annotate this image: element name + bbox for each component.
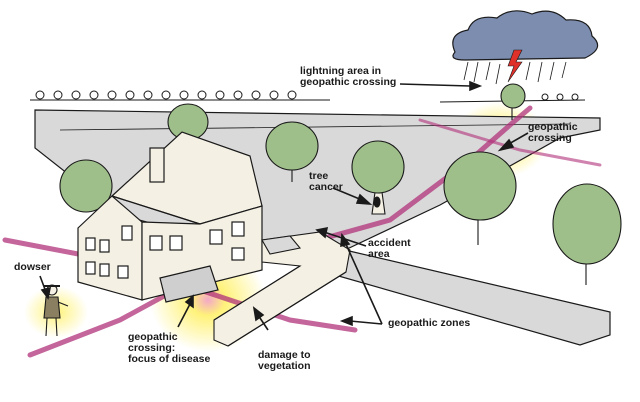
label-tree-cancer: tree cancer — [309, 171, 343, 193]
house — [77, 131, 263, 303]
label-accident-area-line-2: area — [368, 248, 390, 260]
label-dowser-line-1: dowser — [14, 261, 51, 273]
label-geopathic-crossing-disease-line-1: geopathic — [128, 331, 178, 343]
storm-cloud — [452, 10, 599, 85]
label-geopathic-crossing-disease-line-3: focus of disease — [128, 353, 211, 365]
label-dowser: dowser — [14, 262, 51, 273]
windows — [85, 221, 245, 279]
label-geopathic-crossing-disease: geopathic crossing: focus of disease — [128, 332, 210, 365]
tree-crossing — [500, 83, 526, 120]
label-geopathic-crossing-top-line-1: geopathic — [528, 121, 578, 133]
label-geopathic-crossing-top: geopathic crossing — [528, 122, 578, 144]
tree-center — [265, 121, 319, 182]
label-damage-to-vegetation: damage to vegetation — [258, 350, 311, 372]
dowser-figure — [43, 284, 69, 337]
trees — [59, 83, 622, 285]
label-lightning-area-line-1: lightning area in — [300, 65, 382, 77]
tree-cancer — [351, 140, 405, 215]
road-center-line — [59, 123, 571, 131]
label-geopathic-crossing-top-line-2: crossing — [528, 132, 572, 144]
lightning-bolt — [507, 49, 523, 83]
pointer-arrows — [39, 80, 529, 331]
label-lightning-area: lightning area in geopathic crossing — [300, 66, 396, 88]
label-accident-area-line-1: accident — [368, 237, 411, 249]
tree-right-center — [443, 151, 517, 245]
tree-behind-house — [59, 159, 113, 213]
label-accident-area: accident area — [368, 238, 411, 260]
label-geopathic-crossing-disease-line-2: crossing: — [128, 342, 176, 354]
tree-far-right — [552, 183, 622, 285]
label-tree-cancer-line-2: cancer — [309, 181, 343, 193]
label-lightning-area-line-2: geopathic crossing — [300, 76, 397, 88]
label-damage-to-vegetation-line-1: damage to — [258, 349, 311, 361]
label-damage-to-vegetation-line-2: vegetation — [258, 360, 311, 372]
chimney — [149, 147, 165, 183]
stone-wall — [213, 231, 351, 347]
label-geopathic-zones-line-1: geopathic zones — [388, 317, 471, 329]
garage-door — [159, 265, 219, 303]
label-tree-cancer-line-1: tree — [309, 170, 329, 182]
label-geopathic-zones: geopathic zones — [388, 318, 470, 329]
